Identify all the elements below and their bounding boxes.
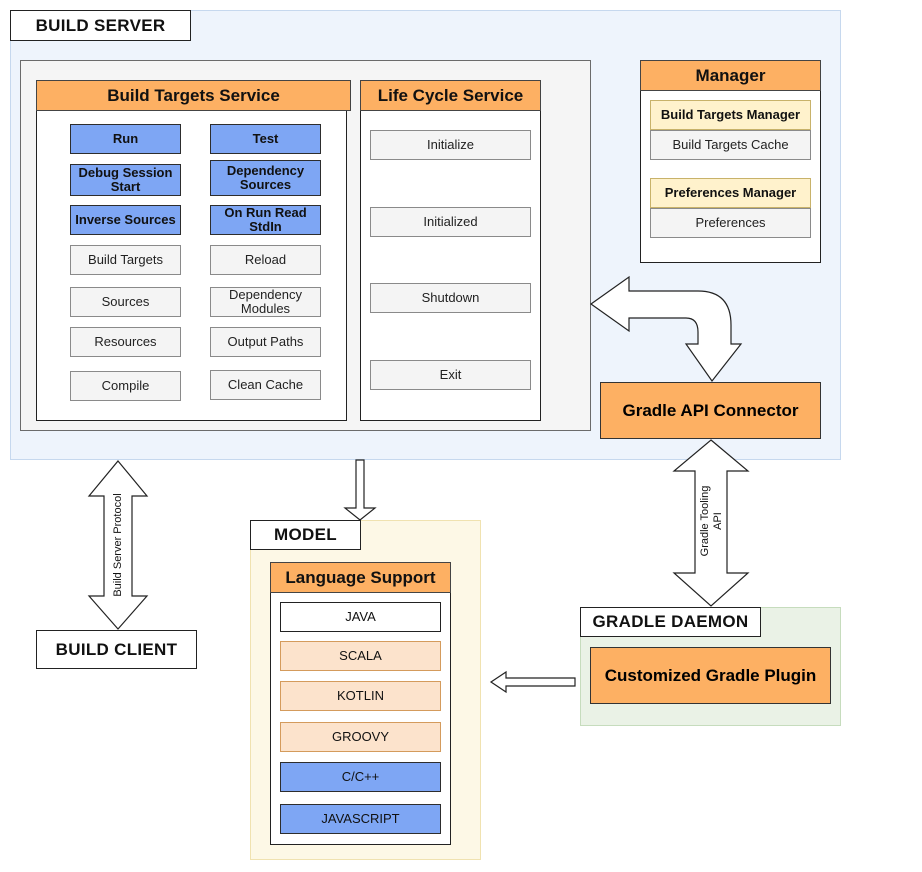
language-javascript: JAVASCRIPT: [280, 804, 441, 834]
language-cpp: C/C++: [280, 762, 441, 792]
sources-button[interactable]: Sources: [70, 287, 181, 317]
build-targets-button[interactable]: Build Targets: [70, 245, 181, 275]
manager-header: Manager: [640, 60, 821, 91]
gradle-daemon-title: GRADLE DAEMON: [580, 607, 761, 637]
lifecycle-connector-curved-arrow: [589, 275, 743, 383]
language-support-header: Language Support: [270, 562, 451, 593]
shutdown-button[interactable]: Shutdown: [370, 283, 531, 313]
dependency-modules-button[interactable]: Dependency Modules: [210, 287, 321, 317]
build-targets-cache-item[interactable]: Build Targets Cache: [650, 130, 811, 160]
inverse-sources-button[interactable]: Inverse Sources: [70, 205, 181, 235]
test-button[interactable]: Test: [210, 124, 321, 154]
build-targets-manager-label: Build Targets Manager: [650, 100, 811, 130]
debug-session-start-button[interactable]: Debug Session Start: [70, 164, 181, 196]
initialized-button[interactable]: Initialized: [370, 207, 531, 237]
on-run-read-stdin-button[interactable]: On Run Read StdIn: [210, 205, 321, 235]
preferences-manager-label: Preferences Manager: [650, 178, 811, 208]
daemon-to-model-arrow: [489, 670, 576, 694]
compile-button[interactable]: Compile: [70, 371, 181, 401]
exit-button[interactable]: Exit: [370, 360, 531, 390]
build-targets-service-header: Build Targets Service: [36, 80, 351, 111]
language-kotlin: KOTLIN: [280, 681, 441, 711]
gradle-api-connector[interactable]: Gradle API Connector: [600, 382, 821, 439]
language-java: JAVA: [280, 602, 441, 632]
dependency-sources-button[interactable]: Dependency Sources: [210, 160, 321, 196]
initialize-button[interactable]: Initialize: [370, 130, 531, 160]
language-scala: SCALA: [280, 641, 441, 671]
gradle-tooling-api-arrow: [672, 439, 750, 607]
life-cycle-service-header: Life Cycle Service: [360, 80, 541, 111]
language-groovy: GROOVY: [280, 722, 441, 752]
output-paths-button[interactable]: Output Paths: [210, 327, 321, 357]
reload-button[interactable]: Reload: [210, 245, 321, 275]
clean-cache-button[interactable]: Clean Cache: [210, 370, 321, 400]
gradle-tooling-api-label-line1: Gradle Tooling: [699, 485, 711, 557]
model-title: MODEL: [250, 520, 361, 550]
build-server-title: BUILD SERVER: [10, 10, 191, 41]
language-support-panel: [270, 592, 451, 845]
run-button[interactable]: Run: [70, 124, 181, 154]
build-server-protocol-arrow: [87, 460, 149, 630]
preferences-item[interactable]: Preferences: [650, 208, 811, 238]
server-to-model-arrow: [343, 459, 377, 521]
gradle-tooling-api-label-line2: API: [712, 512, 724, 530]
customized-gradle-plugin: Customized Gradle Plugin: [590, 647, 831, 704]
resources-button[interactable]: Resources: [70, 327, 181, 357]
build-client-box: BUILD CLIENT: [36, 630, 197, 669]
build-server-protocol-label: Build Server Protocol: [112, 493, 124, 597]
